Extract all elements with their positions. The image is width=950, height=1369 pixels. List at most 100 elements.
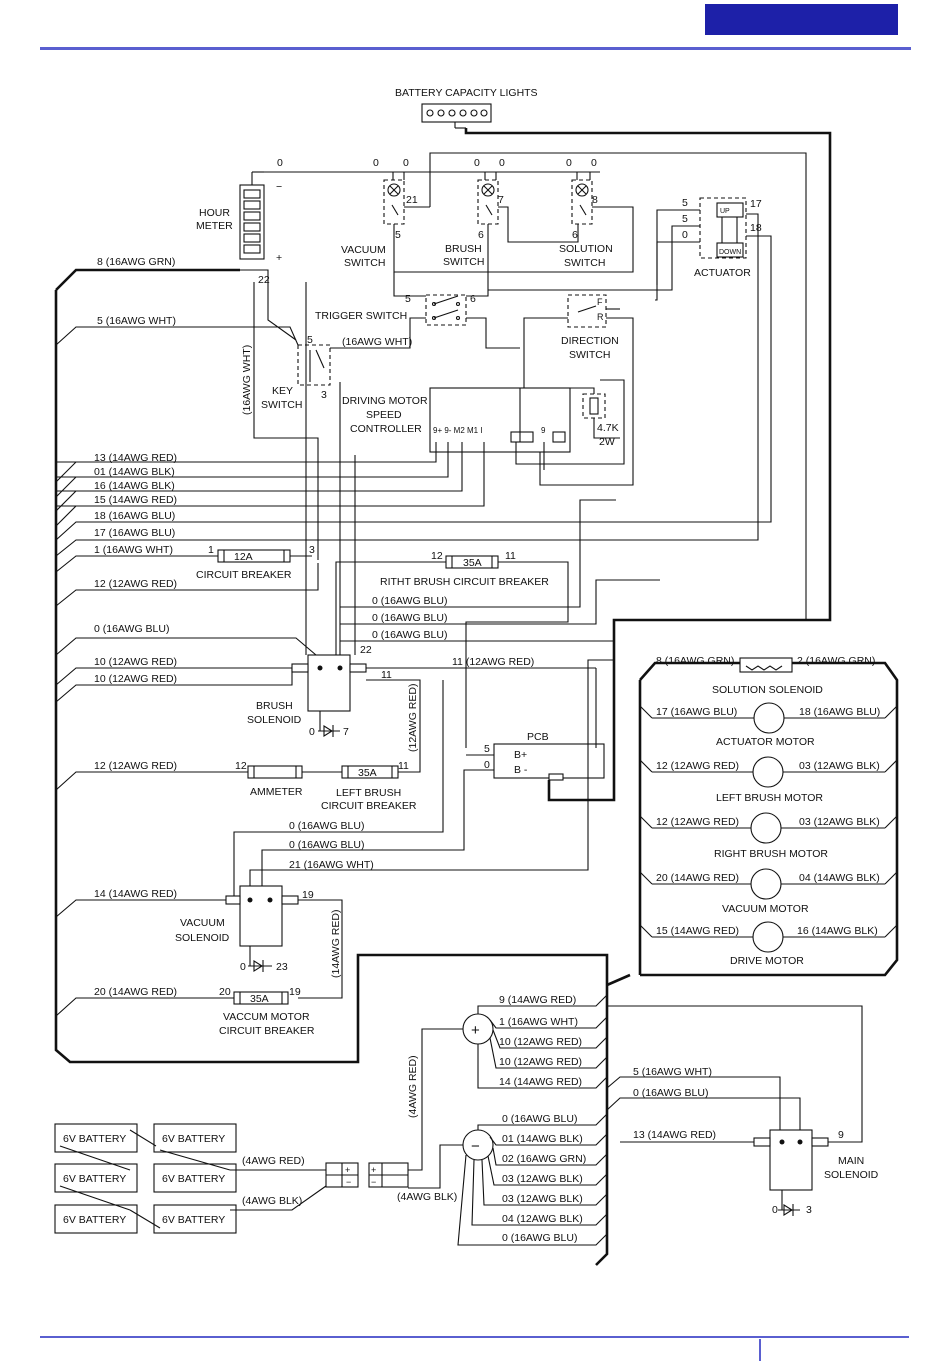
vacuum-breaker-terminal-20: 20 (219, 986, 231, 998)
ammeter: 12 AMMETER (235, 760, 342, 798)
top-wiring: 0 0 0 0 0 0 0 (251, 152, 807, 620)
brush-switch-terminal-7: 7 (498, 194, 504, 206)
key-terminal-3: 3 (321, 389, 327, 401)
left-brush-breaker-rating: 35A (358, 767, 377, 779)
pcb: PCB B+ B - 5 0 (261, 668, 605, 900)
vacuum-solenoid-label-1: VACUUM (180, 917, 225, 929)
minus-bus-wire-02: 02 (16AWG GRN) (502, 1153, 586, 1165)
drive-motor-label: DRIVE MOTOR (730, 955, 804, 967)
vac-solenoid-terminal-19: 19 (302, 889, 314, 901)
blu-wire-label-1: 0 (16AWG BLU) (372, 595, 447, 607)
lb-left-wire: 12 (12AWG RED) (656, 760, 739, 772)
direction-f: F (597, 297, 603, 307)
left-brush-breaker-label-2: CIRCUIT BREAKER (321, 800, 417, 812)
vertical-wht-label: (16AWG WHT) (241, 345, 253, 415)
plus-bus-wire-9: 9 (14AWG RED) (499, 994, 576, 1006)
vacuum-motor-label: VACUUM MOTOR (722, 903, 809, 915)
battery-capacity-lights-label: BATTERY CAPACITY LIGHTS (395, 87, 538, 99)
main-solenoid-label-1: MAIN (838, 1155, 864, 1167)
header-rule (40, 47, 911, 50)
controller-pin-9: 9 (541, 426, 546, 435)
rb-left-wire: 12 (12AWG RED) (656, 816, 739, 828)
wire-label-0-blu: 0 (16AWG BLU) (94, 623, 169, 635)
plus-bus-wire-14: 14 (14AWG RED) (499, 1076, 582, 1088)
actuator-motor-label: ACTUATOR MOTOR (716, 736, 815, 748)
actuator-terminal-18: 18 (750, 222, 762, 234)
battery-2-label: 6V BATTERY (162, 1133, 225, 1145)
brush-solenoid-terminal-0: 0 (309, 726, 315, 738)
vert-red12-label: (12AWG RED) (407, 684, 419, 752)
actuator-label: ACTUATOR (694, 267, 751, 279)
actuator-up: UP (720, 208, 730, 215)
main-wht5-label: 5 (16AWG WHT) (633, 1066, 712, 1078)
switch-wiring (240, 206, 634, 341)
trigger-switch-label: TRIGGER SWITCH (315, 310, 407, 322)
vert-red14-label: (14AWG RED) (330, 910, 342, 978)
pcb-b-minus: B - (514, 764, 528, 776)
ss-terminal-0b: 0 (591, 157, 597, 169)
trigger-switch: 5 6 TRIGGER SWITCH (315, 293, 520, 349)
battery-blk4-label: (4AWG BLK) (242, 1195, 302, 1207)
vacuum-switch-label-2: SWITCH (344, 257, 385, 269)
key-wire-label: (16AWG WHT) (342, 336, 412, 348)
blk4-label-a: (4AWG BLK) (397, 1191, 457, 1203)
controller-label-2: SPEED (366, 409, 402, 421)
solution-switch-label-1: SOLUTION (559, 243, 613, 255)
main-solenoid-terminal-3: 3 (806, 1204, 812, 1216)
rb-breaker-terminal-11: 11 (505, 550, 516, 562)
right-brush-breaker-rating: 35A (463, 557, 482, 569)
pcb-label: PCB (527, 731, 549, 743)
brush-switch-label-2: SWITCH (443, 256, 484, 268)
trigger-terminal-5: 5 (405, 293, 411, 305)
right-brush-breaker-label: RITHT BRUSH CIRCUIT BREAKER (380, 576, 549, 588)
left-brush-breaker: 35A 11 LEFT BRUSH CIRCUIT BREAKER (321, 760, 417, 812)
vac-solenoid-terminal-23: 23 (276, 961, 288, 973)
minus-bus-symbol: − (471, 1138, 480, 1155)
solution-switch-terminal-6: 6 (572, 229, 578, 241)
wire-label-10-red-b: 10 (12AWG RED) (94, 673, 177, 685)
right-brush-motor-label: RIGHT BRUSH MOTOR (714, 848, 828, 860)
key-terminal-5: 5 (307, 334, 313, 346)
ammeter-label: AMMETER (250, 786, 303, 798)
brush-solenoid-terminal-22: 22 (360, 644, 372, 656)
battery-4-label: 6V BATTERY (162, 1173, 225, 1185)
actuator-terminal-17: 17 (750, 198, 762, 210)
minus-bus-wire-01: 01 (14AWG BLK) (502, 1133, 583, 1145)
actuator: UP DOWN 17 18 5 5 0 ACTUATOR (488, 197, 772, 524)
vert-red4-label: (4AWG RED) (407, 1055, 419, 1118)
conn-b-minus: − (371, 1177, 376, 1187)
vacuum-switch: 21 5 VACUUM SWITCH (341, 179, 430, 269)
battery-1-label: 6V BATTERY (63, 1133, 126, 1145)
pcb-terminal-5: 5 (484, 743, 490, 755)
ss-terminal-0a: 0 (566, 157, 572, 169)
vm-left-wire: 20 (14AWG RED) (656, 872, 739, 884)
main-solenoid-label-2: SOLENOID (824, 1169, 879, 1181)
vacuum-breaker-rating: 35A (250, 993, 269, 1005)
minus-bus: − (4AWG BLK) 0 (16AWG BLU) 01 (14AWG BLK… (397, 1113, 608, 1246)
footer-rule (40, 1336, 909, 1338)
blu-wire-label-2: 0 (16AWG BLU) (372, 612, 447, 624)
key-switch: 5 3 KEY SWITCH (16AWG WHT) (16AWG WHT) (241, 282, 412, 560)
speed-controller: DRIVING MOTOR SPEED CONTROLLER 9+ 9- M2 … (56, 379, 625, 507)
breaker-12a-rating: 12A (234, 551, 253, 563)
brush-solenoid: 22 BRUSH SOLENOID 0 7 11 11 (12AWG RED) … (247, 644, 596, 773)
footer-tick (759, 1339, 761, 1361)
vac-wire-label-3: 21 (16AWG WHT) (289, 859, 374, 871)
actuator-terminal-5b: 5 (682, 213, 688, 225)
ss-left-wire: 8 (16AWG GRN) (656, 655, 734, 667)
main-solenoid-terminal-9: 9 (838, 1129, 844, 1141)
hour-meter-label-1: HOUR (199, 207, 230, 219)
wire-label-12-red-amm: 12 (12AWG RED) (94, 760, 177, 772)
main-red13-label: 13 (14AWG RED) (633, 1129, 716, 1141)
vacuum-solenoid: 19 VACUUM SOLENOID 0 23 (14AWG RED) (175, 885, 343, 999)
right-brush-breaker: 35A 12 11 RITHT BRUSH CIRCUIT BREAKER (335, 550, 569, 748)
plus-bus: + (4AWG RED) 9 (14AWG RED) 1 (16AWG WHT)… (407, 994, 608, 1171)
vm-right-wire: 04 (14AWG BLK) (799, 872, 880, 884)
battery-connectors: + − + − (325, 1162, 409, 1188)
actuator-terminal-0: 0 (682, 229, 688, 241)
header-color-block (705, 4, 898, 35)
left-brush-breaker-label-1: LEFT BRUSH (336, 787, 401, 799)
controller-label-3: CONTROLLER (350, 423, 422, 435)
lb-right-wire: 03 (12AWG BLK) (799, 760, 880, 772)
battery-3 (54, 1163, 138, 1193)
